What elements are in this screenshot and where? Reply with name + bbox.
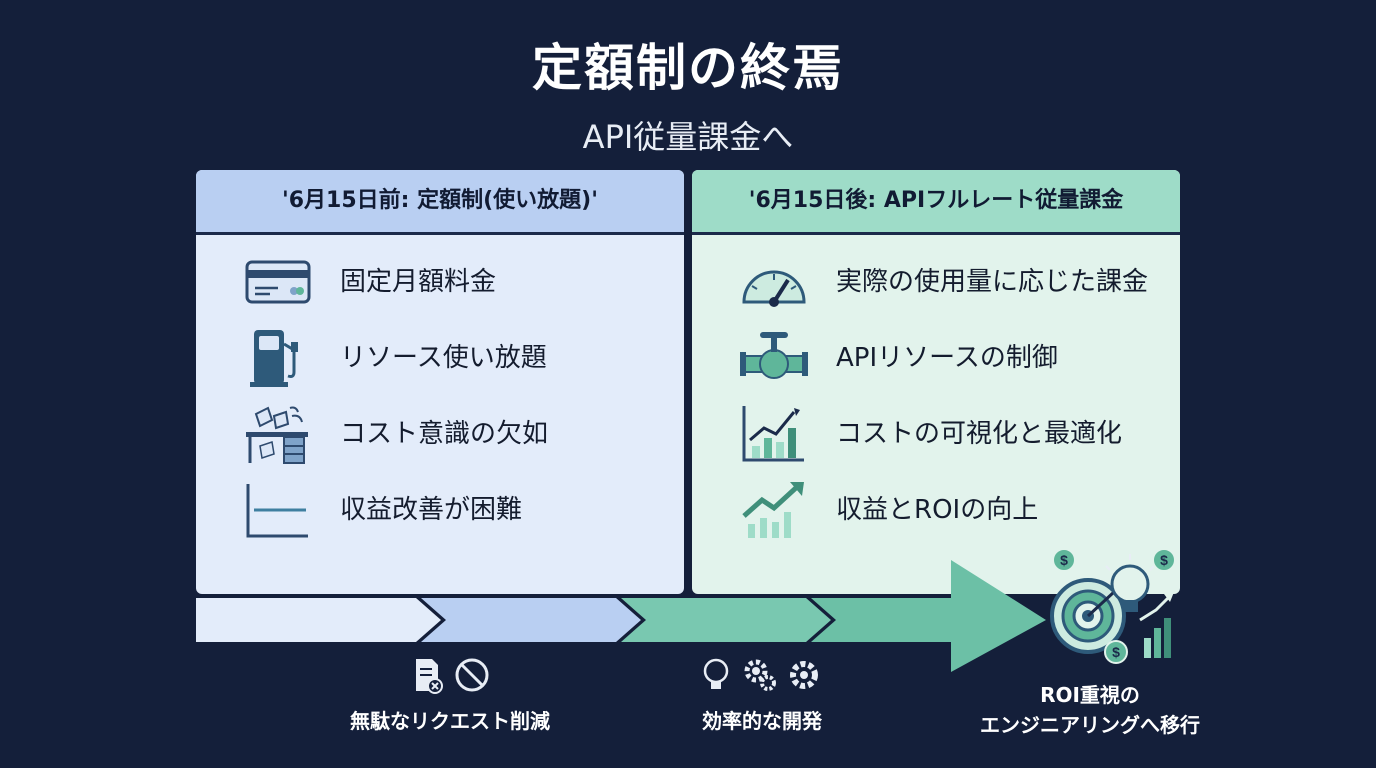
svg-text:$: $ [1060, 552, 1068, 568]
flat-chart-icon [246, 484, 308, 538]
fuel-pump-icon [250, 330, 298, 387]
after-heading: '6月15日後: APIフルレート従量課金 [692, 170, 1180, 235]
outcome-2-icons [703, 658, 818, 691]
before-panel: '6月15日前: 定額制(使い放題)' 固定月額料金 リソース使い放題 [196, 170, 684, 594]
flow-segment-1 [196, 598, 441, 642]
document-x-icon [416, 659, 443, 694]
outcome-1-label: 無駄なリクエスト削減 [350, 709, 550, 733]
after-item: APIリソースの制御 [692, 326, 1180, 390]
before-item-label: 収益改善が困難 [340, 495, 523, 525]
outcome-2-label: 効率的な開発 [702, 709, 822, 733]
after-item-label: コストの可視化と最適化 [836, 419, 1123, 449]
after-item-label: APIリソースの制御 [836, 343, 1058, 373]
outcome-3-label: ROI重視の エンジニアリングへ移行 [925, 680, 1255, 740]
flow-arrow-head [811, 560, 1046, 672]
credit-card-icon [245, 260, 311, 304]
lightbulb-icon [703, 658, 729, 689]
gauge-meter-icon [742, 270, 806, 307]
messy-desk-icon [246, 406, 308, 464]
after-item-label: 実際の使用量に応じた課金 [836, 267, 1149, 297]
outcome-1-icons [416, 658, 489, 694]
before-heading: '6月15日前: 定額制(使い放題)' [196, 170, 684, 235]
before-item: 収益改善が困難 [196, 478, 684, 542]
gears-icon [744, 659, 776, 691]
after-item: コストの可視化と最適化 [692, 402, 1180, 466]
flow-segment-3 [621, 598, 831, 642]
after-item: 実際の使用量に応じた課金 [692, 250, 1180, 314]
before-item-label: 固定月額料金 [340, 267, 497, 297]
outcome-3-label-line2: エンジニアリングへ移行 [980, 713, 1200, 737]
outcome-3-label-line1: ROI重視の [1040, 683, 1140, 707]
svg-text:$: $ [1160, 552, 1168, 568]
prohibited-icon [455, 658, 489, 692]
target-lightbulb-growth-icon: $ $ $ [1050, 548, 1176, 664]
svg-text:$: $ [1112, 644, 1120, 660]
before-item-label: コスト意識の欠如 [340, 419, 549, 449]
before-item: リソース使い放題 [196, 326, 684, 390]
page-subtitle: API従量課金へ [582, 118, 794, 156]
after-panel: '6月15日後: APIフルレート従量課金 実際の使用量に応じた課金 APIリソ… [692, 170, 1180, 594]
before-item: 固定月額料金 [196, 250, 684, 314]
before-item-label: リソース使い放題 [340, 343, 547, 373]
after-item-label: 収益とROIの向上 [836, 495, 1039, 525]
gear-icon [790, 661, 818, 689]
flow-segment-2 [421, 598, 641, 642]
after-item: 収益とROIの向上 [692, 478, 1180, 542]
before-item: コスト意識の欠如 [196, 402, 684, 466]
page-title: 定額制の終焉 [532, 39, 844, 97]
growth-chart-icon [742, 482, 804, 538]
valve-icon [740, 332, 808, 379]
progress-flow-arrow [196, 560, 1046, 672]
bar-chart-icon [742, 406, 804, 462]
